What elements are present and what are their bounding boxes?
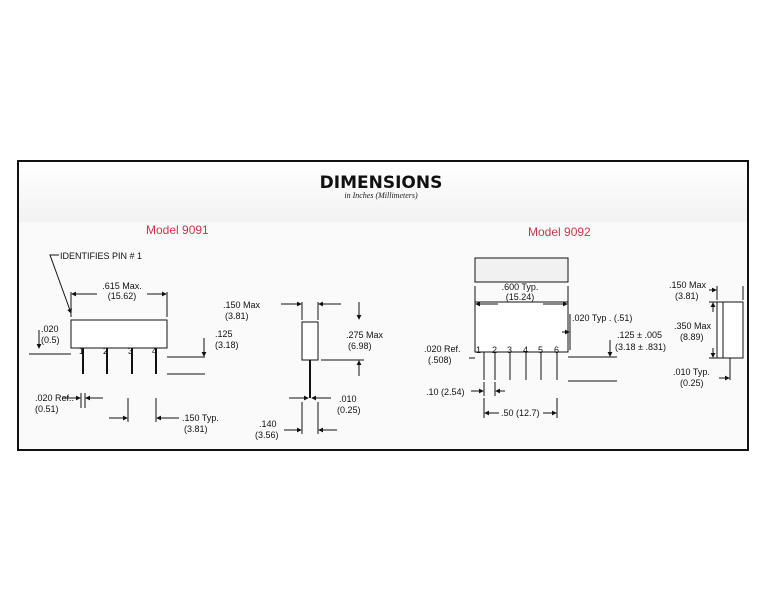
pin-label-3: 3 <box>128 346 133 356</box>
dimensions-panel: DIMENSIONS in Inches (Millimeters) Model… <box>17 160 749 451</box>
lead-mm-label: (0.5) <box>41 335 60 345</box>
model-9091-pins <box>82 348 157 374</box>
model-9092-label: Model 9092 <box>528 225 591 239</box>
pin-label-4: 4 <box>152 346 157 356</box>
height-mm-label: (3.18) <box>215 340 239 350</box>
height-9092-mm-label: (8.89) <box>680 332 704 342</box>
pin-9092-label-1: 1 <box>476 345 481 355</box>
dimension-drawing: DIMENSIONS in Inches (Millimeters) Model… <box>19 162 747 440</box>
span-inch-label: .140 <box>259 419 277 429</box>
model-9091-body <box>70 319 168 349</box>
tolerance-mm-label: (3.18 ± .831) <box>615 342 666 352</box>
ref-mm-label: (0.51) <box>35 404 59 414</box>
width-9092-inch-label: .150 Max <box>669 280 707 290</box>
model-9092-pins <box>483 352 558 380</box>
length-9092-inch-label: .600 Typ. <box>502 282 539 292</box>
length-mm-label: (15.62) <box>108 291 137 301</box>
pin-width-mm-label: (0.25) <box>337 405 361 415</box>
length-9092-mm-label: (15.24) <box>506 292 535 302</box>
pin-9092-label-4: 4 <box>523 345 528 355</box>
pin-9092-label-3: 3 <box>507 345 512 355</box>
diagram-title: DIMENSIONS <box>320 173 443 193</box>
width-inch-label: .150 Max <box>223 300 261 310</box>
width-mm-label: (3.81) <box>225 311 249 321</box>
height-max-inch-label: .275 Max <box>346 330 384 340</box>
lead-inch-label: .020 <box>41 324 59 334</box>
model-9091-label: Model 9091 <box>146 223 209 237</box>
span-mm-label: (3.56) <box>255 430 279 440</box>
height-9092-inch-label: .350 Max <box>674 321 712 331</box>
tolerance-inch-label: .125 ± .005 <box>617 330 662 340</box>
pitch-9092-label: .10 (2.54) <box>426 387 465 397</box>
model-9092-top-view <box>474 257 569 283</box>
pin-width-inch-label: .010 <box>339 394 357 404</box>
span-9092-label: .50 (12.7) <box>501 408 540 418</box>
ref-9092-inch-label: .020 Ref. <box>424 344 461 354</box>
pin-width-9092-mm-label: (0.25) <box>680 378 704 388</box>
pin-label-2: 2 <box>103 346 108 356</box>
pitch-inch-label: .150 Typ. <box>182 413 219 423</box>
model-9092-body <box>474 301 569 353</box>
pitch-mm-label: (3.81) <box>184 424 208 434</box>
identifies-pin-label: IDENTIFIES PIN # 1 <box>60 251 142 261</box>
height-max-mm-label: (6.98) <box>348 341 372 351</box>
pin-9092-label-2: 2 <box>492 345 497 355</box>
height-inch-label: .125 <box>215 329 233 339</box>
pin-9092-label-6: 6 <box>554 345 559 355</box>
width-9092-mm-label: (3.81) <box>675 291 699 301</box>
pin-width-9092-inch-label: .010 Typ. <box>673 367 710 377</box>
length-inch-label: .615 Max. <box>102 281 142 291</box>
model-9091-end-view <box>301 321 319 361</box>
pin-9092-label-5: 5 <box>538 345 543 355</box>
ref-9092-mm-label: (.508) <box>428 355 452 365</box>
diagram-subtitle: in Inches (Millimeters) <box>344 191 418 200</box>
lead-9092-label: .020 Typ . (.51) <box>572 313 632 323</box>
identifies-pin-leader <box>49 254 72 314</box>
ref-inch-label: .020 Ref.. <box>35 393 74 403</box>
model-9092-end-view <box>716 301 744 359</box>
pin-label-1: 1 <box>79 346 84 356</box>
